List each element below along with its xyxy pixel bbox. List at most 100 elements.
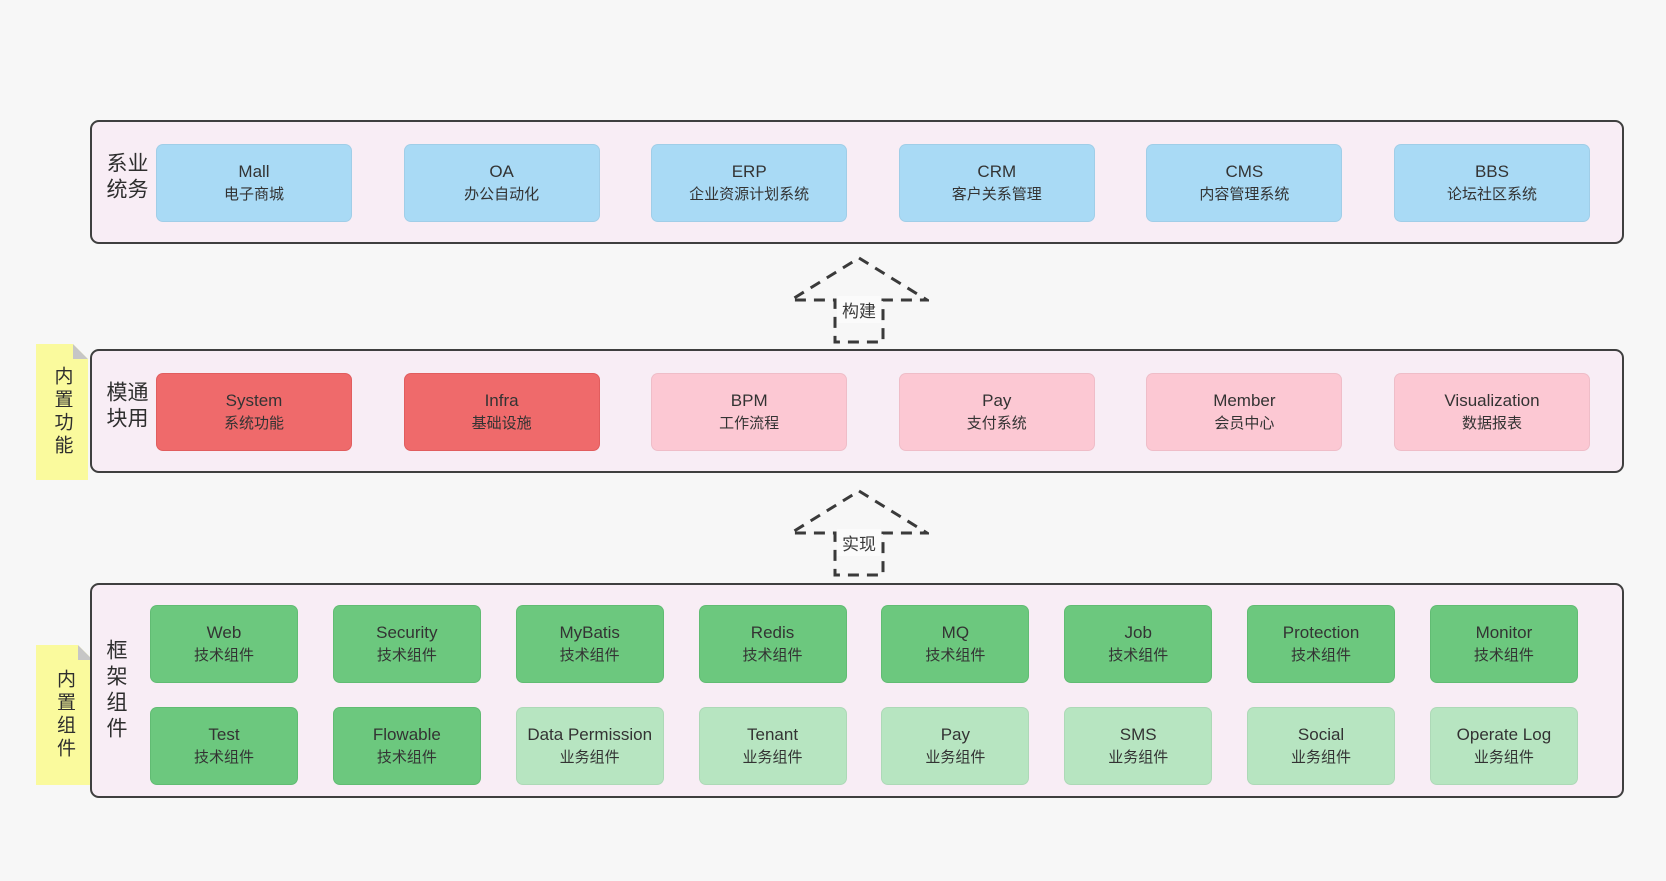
box-title: Operate Log [1456,725,1552,745]
box-subtitle: 论坛社区系统 [1446,186,1537,204]
box-subtitle: 会员中心 [1214,415,1275,433]
box-subtitle: 基础设施 [471,415,532,433]
band-business-systems: 业务系统 Mall 电子商城 OA 办公自动化 ERP 企业资源计划系统 CRM… [90,120,1624,244]
box-cms: CMS 内容管理系统 [1146,144,1343,222]
box-title: MyBatis [559,623,620,643]
box-subtitle: 技术组件 [742,647,803,665]
box-title: Tenant [747,725,799,745]
box-data-permission: Data Permission 业务组件 [515,707,664,785]
box-subtitle: 客户关系管理 [951,186,1042,204]
box-title: Flowable [372,725,441,745]
box-mall: Mall 电子商城 [156,144,352,222]
box-job: Job 技术组件 [1064,605,1213,683]
box-title: System [225,391,283,411]
box-subtitle: 技术组件 [1473,647,1534,665]
box-subtitle: 内容管理系统 [1199,186,1290,204]
box-subtitle: 系统功能 [223,415,284,433]
box-erp: ERP 企业资源计划系统 [651,144,848,222]
box-title: ERP [731,162,767,182]
note-built-in-components: 内置组件 [36,645,93,785]
box-visualization: Visualization 数据报表 [1393,373,1590,451]
box-bbs: BBS 论坛社区系统 [1393,144,1590,222]
box-oa: OA 办公自动化 [403,144,600,222]
box-title: Web [206,623,242,643]
note-text: 内置功能 [51,366,73,458]
box-subtitle: 业务组件 [925,749,986,767]
box-title: Pay [940,725,971,745]
box-title: Member [1213,391,1276,411]
note-fold-corner [73,344,88,359]
box-subtitle: 技术组件 [193,749,254,767]
note-built-in-features: 内置功能 [36,344,88,480]
framework-box-row-2: Test 技术组件 Flowable 技术组件 Data Permission … [150,707,1578,785]
implement-arrow: 实现 [789,487,929,579]
box-title: OA [489,162,514,182]
box-subtitle: 技术组件 [376,647,437,665]
box-title: Social [1297,725,1345,745]
box-title: Mall [238,162,270,182]
box-title: Test [208,725,240,745]
box-title: Protection [1282,623,1360,643]
dashed-up-arrow-icon [789,256,929,344]
band-modules-label: 通用模块 [104,381,148,433]
build-arrow-label: 构建 [837,296,881,323]
framework-box-row-1: Web 技术组件 Security 技术组件 MyBatis 技术组件 Redi… [150,605,1578,683]
box-subtitle: 工作流程 [719,415,780,433]
band-framework-label: 框架组件 [104,638,127,743]
box-title: BBS [1474,162,1509,182]
box-subtitle: 技术组件 [1108,647,1169,665]
box-subtitle: 技术组件 [376,749,437,767]
box-social: Social 业务组件 [1247,707,1396,785]
band-framework-components: 框架组件 Web 技术组件 Security 技术组件 MyBatis 技术组件… [90,583,1624,798]
box-title: BPM [730,391,768,411]
box-mybatis: MyBatis 技术组件 [515,605,664,683]
box-title: Security [376,623,438,643]
box-subtitle: 支付系统 [966,415,1027,433]
box-infra: Infra 基础设施 [403,373,600,451]
box-sms: SMS 业务组件 [1064,707,1213,785]
box-mq: MQ 技术组件 [881,605,1030,683]
box-flowable: Flowable 技术组件 [332,707,481,785]
box-subtitle: 业务组件 [742,749,803,767]
note-text: 内置组件 [54,669,75,761]
box-title: Infra [484,391,519,411]
box-monitor: Monitor 技术组件 [1429,605,1578,683]
box-subtitle: 技术组件 [1291,647,1352,665]
box-subtitle: 业务组件 [1473,749,1534,767]
box-subtitle: 技术组件 [925,647,986,665]
box-title: CRM [977,162,1017,182]
box-subtitle: 电子商城 [223,186,284,204]
box-test: Test 技术组件 [150,707,298,785]
box-title: Visualization [1444,391,1540,411]
implement-arrow-label: 实现 [837,529,881,556]
box-crm: CRM 客户关系管理 [898,144,1095,222]
box-subtitle: 业务组件 [1108,749,1169,767]
business-box-row: Mall 电子商城 OA 办公自动化 ERP 企业资源计划系统 CRM 客户关系… [156,144,1590,222]
box-system: System 系统功能 [156,373,352,451]
box-bpm: BPM 工作流程 [651,373,848,451]
box-title: Monitor [1475,623,1533,643]
box-pay-component: Pay 业务组件 [881,707,1030,785]
box-title: SMS [1119,725,1157,745]
box-operate-log: Operate Log 业务组件 [1429,707,1578,785]
box-title: MQ [941,623,970,643]
band-common-modules: 通用模块 System 系统功能 Infra 基础设施 BPM 工作流程 Pay… [90,349,1624,473]
box-subtitle: 技术组件 [193,647,254,665]
box-subtitle: 数据报表 [1461,415,1522,433]
box-web: Web 技术组件 [150,605,298,683]
box-subtitle: 业务组件 [559,749,620,767]
dashed-up-arrow-icon [789,489,929,577]
box-title: Pay [982,391,1012,411]
box-pay-module: Pay 支付系统 [898,373,1095,451]
box-protection: Protection 技术组件 [1247,605,1396,683]
box-redis: Redis 技术组件 [698,605,847,683]
box-subtitle: 办公自动化 [464,186,540,204]
box-title: CMS [1225,162,1264,182]
box-subtitle: 业务组件 [1291,749,1352,767]
build-arrow: 构建 [789,254,929,346]
band-business-label: 业务系统 [104,152,148,204]
box-tenant: Tenant 业务组件 [698,707,847,785]
box-title: Redis [750,623,795,643]
box-title: Data Permission [527,725,653,745]
